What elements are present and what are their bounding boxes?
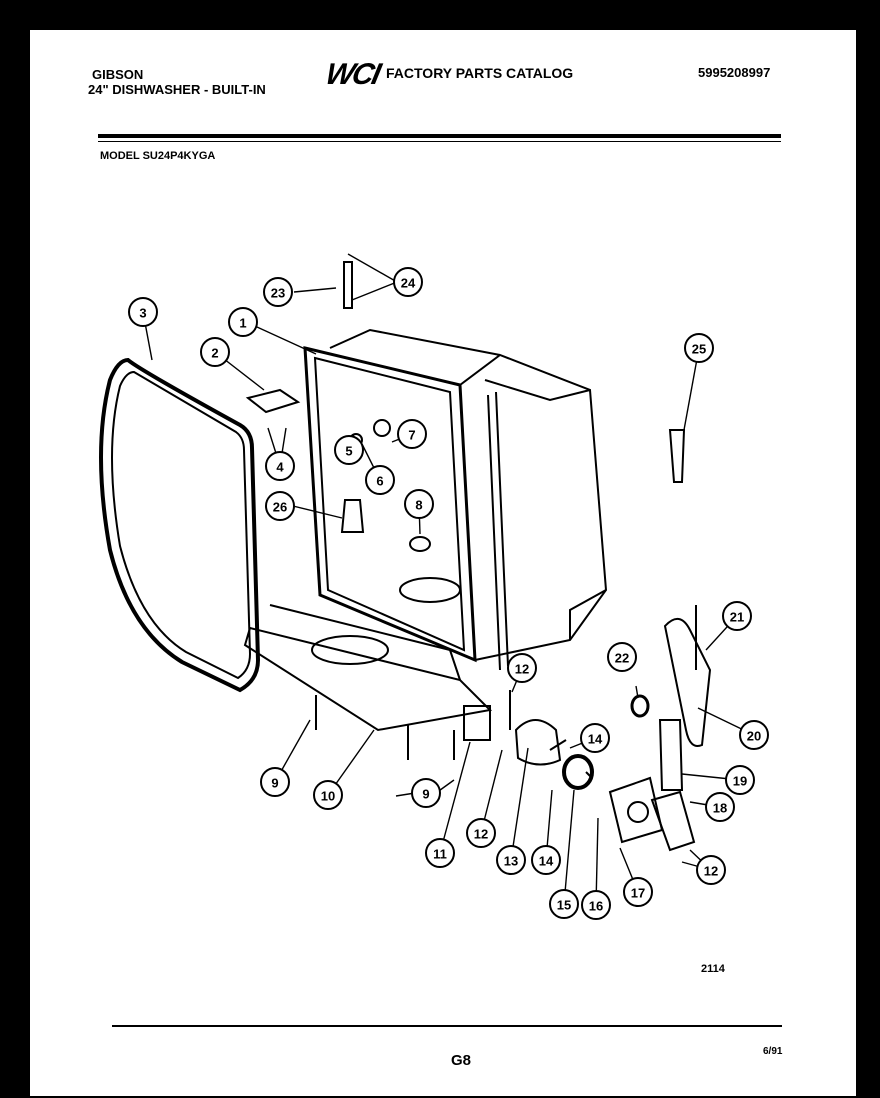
svg-text:14: 14 [588, 732, 603, 747]
callout-24: 24 [393, 267, 423, 297]
svg-text:9: 9 [422, 787, 429, 802]
callout-21: 21 [722, 601, 752, 631]
svg-text:24: 24 [401, 276, 416, 291]
revision-date: 6/91 [763, 1046, 783, 1057]
callout-25: 25 [684, 333, 714, 363]
svg-text:13: 13 [504, 854, 518, 869]
svg-text:15: 15 [557, 898, 571, 913]
callout-9: 9 [260, 767, 290, 797]
model-number: MODEL SU24P4KYGA [100, 150, 216, 162]
brand-name: GIBSON [92, 67, 144, 82]
svg-text:14: 14 [539, 854, 554, 869]
callout-15: 15 [549, 889, 579, 919]
callout-7: 7 [397, 419, 427, 449]
callout-22: 22 [607, 642, 637, 672]
svg-text:5: 5 [345, 444, 352, 459]
callout-19: 19 [725, 765, 755, 795]
header-rule [98, 134, 781, 138]
svg-text:8: 8 [415, 498, 422, 513]
svg-text:26: 26 [273, 500, 287, 515]
callout-14: 14 [531, 845, 561, 875]
callout-8: 8 [404, 489, 434, 519]
svg-text:6: 6 [376, 474, 383, 489]
callout-12: 12 [696, 855, 726, 885]
svg-text:22: 22 [615, 651, 629, 666]
svg-text:3: 3 [139, 306, 146, 321]
callout-9: 9 [411, 778, 441, 808]
callout-4: 4 [265, 451, 295, 481]
callout-20: 20 [739, 720, 769, 750]
callout-2: 2 [200, 337, 230, 367]
callout-16: 16 [581, 890, 611, 920]
callout-11: 11 [425, 838, 455, 868]
callout-5: 5 [334, 435, 364, 465]
svg-text:17: 17 [631, 886, 645, 901]
svg-text:10: 10 [321, 789, 335, 804]
tub-drawing [99, 261, 712, 852]
catalog-title: FACTORY PARTS CATALOG [386, 65, 574, 81]
svg-text:20: 20 [747, 729, 761, 744]
callout-18: 18 [705, 792, 735, 822]
svg-text:4: 4 [276, 460, 284, 475]
callout-17: 17 [623, 877, 653, 907]
page-label: G8 [451, 1052, 472, 1069]
callout-12: 12 [507, 653, 537, 683]
svg-text:23: 23 [271, 286, 285, 301]
svg-text:18: 18 [713, 801, 727, 816]
callout-3: 3 [128, 297, 158, 327]
svg-text:11: 11 [433, 847, 447, 862]
callout-14: 14 [580, 723, 610, 753]
callout-1: 1 [228, 307, 258, 337]
product-subtitle: 24" DISHWASHER - BUILT-IN [88, 82, 266, 97]
svg-text:2: 2 [211, 346, 218, 361]
catalog-page: GIBSON 24" DISHWASHER - BUILT-IN WCI FAC… [30, 30, 856, 1096]
callout-12: 12 [466, 818, 496, 848]
callout-10: 10 [313, 780, 343, 810]
svg-text:12: 12 [515, 662, 529, 677]
footer-rule [112, 1025, 782, 1027]
callout-13: 13 [496, 845, 526, 875]
svg-text:12: 12 [704, 864, 718, 879]
svg-text:9: 9 [271, 776, 278, 791]
svg-text:12: 12 [474, 827, 488, 842]
header-rule-thin [98, 141, 781, 142]
catalog-number: 5995208997 [698, 65, 771, 80]
diagram-number: 2114 [701, 963, 725, 975]
svg-text:19: 19 [733, 774, 747, 789]
callout-26: 26 [265, 491, 295, 521]
svg-text:25: 25 [692, 342, 706, 357]
svg-text:1: 1 [239, 316, 246, 331]
svg-text:21: 21 [730, 610, 744, 625]
callout-23: 23 [263, 277, 293, 307]
svg-text:16: 16 [589, 899, 603, 914]
callout-6: 6 [365, 465, 395, 495]
svg-text:7: 7 [408, 428, 415, 443]
